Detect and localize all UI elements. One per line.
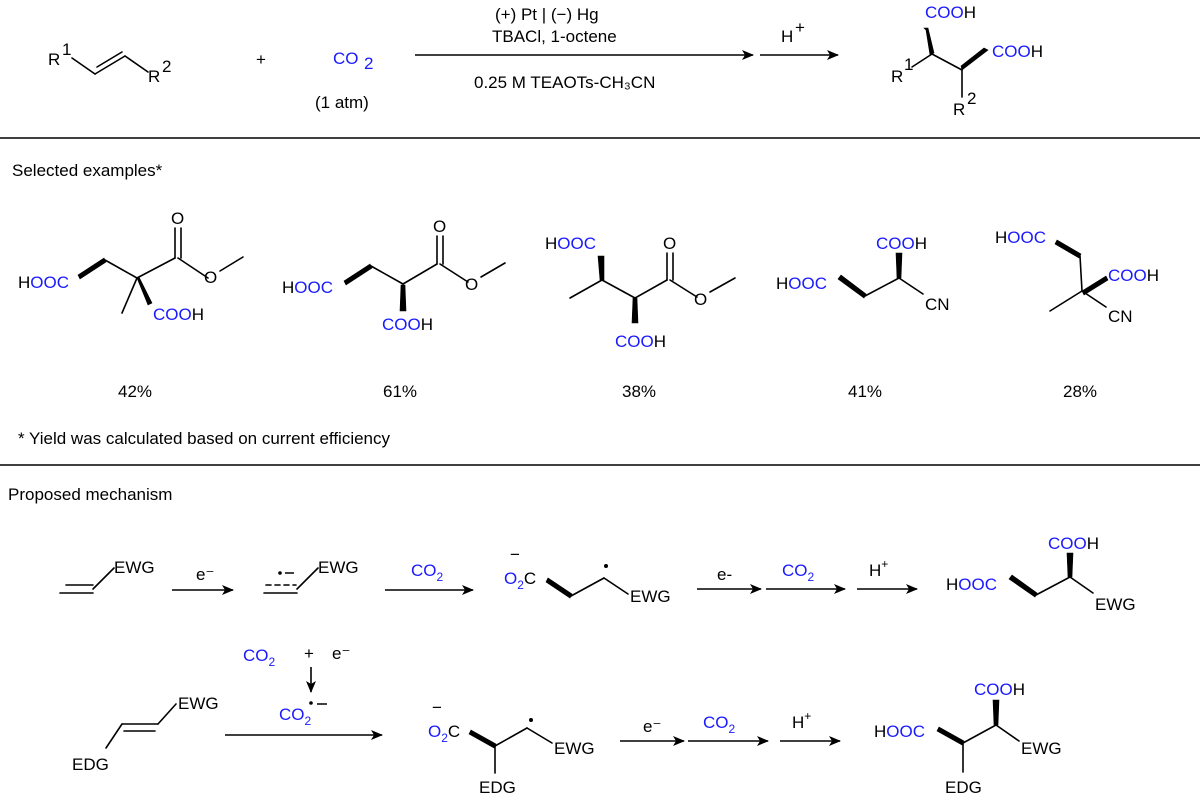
- acid-superscript: +: [795, 18, 805, 37]
- r2-label: R: [148, 67, 160, 86]
- example-4-structure: HOOC COOH CN: [776, 234, 950, 314]
- ex5-cn: CN: [1108, 307, 1133, 326]
- ex3-hooc: HOOC: [545, 234, 596, 253]
- yield-3: 38%: [622, 382, 656, 401]
- r2-co2-radical-anion: CO2: [279, 705, 312, 728]
- example-5-structure: HOOC COOH CN: [995, 228, 1159, 326]
- r1-h-plus: H+: [869, 557, 888, 580]
- ex4-cooh: COOH: [876, 234, 927, 253]
- r2-carboxylate-minus: −: [432, 698, 442, 717]
- r2-h-plus: H+: [792, 709, 811, 732]
- example-3-structure: HOOC COOH O O: [545, 234, 736, 351]
- r1-product-ewg: EWG: [1095, 595, 1136, 614]
- co2-subscript: 2: [364, 54, 373, 73]
- product-r1-label: R: [891, 67, 903, 86]
- yield-1: 42%: [118, 382, 152, 401]
- ex1-carbonyl-o: O: [171, 209, 184, 228]
- r2-product-ewg: EWG: [1021, 739, 1062, 758]
- ex2-carbonyl-o: O: [433, 217, 446, 236]
- ex1-cooh: COOH: [153, 305, 204, 324]
- ex1-hooc: HOOC: [18, 273, 69, 292]
- acid-label: H: [781, 27, 793, 46]
- ex5-hooc: HOOC: [995, 228, 1046, 247]
- product-cooh-right: COOH: [992, 42, 1043, 61]
- r2-edg-start: EDG: [72, 755, 109, 774]
- co2-pressure: (1 atm): [315, 93, 369, 112]
- r1-ewg-radical-anion: EWG: [318, 558, 359, 577]
- yield-2: 61%: [383, 382, 417, 401]
- r2-e-minus-top: e⁻: [332, 644, 350, 663]
- alkene-reactant: R 1 R 2: [48, 40, 171, 86]
- r2-plus: +: [304, 644, 314, 663]
- examples-heading: Selected examples*: [12, 161, 163, 180]
- plus-sign: +: [256, 50, 266, 69]
- ex3-ester-o: O: [694, 290, 707, 309]
- footnote: * Yield was calculated based on current …: [18, 429, 391, 448]
- ex2-hooc: HOOC: [282, 278, 333, 297]
- r1-product-hooc: HOOC: [946, 575, 997, 594]
- ex3-carbonyl-o: O: [663, 234, 676, 253]
- yield-5: 28%: [1063, 382, 1097, 401]
- mechanism-row-2: CO2 + e⁻ CO2 EWG EDG − O2C EWG EDG e⁻ CO…: [72, 644, 1062, 797]
- main-reaction: R 1 R 2 + CO 2 (1 atm) (+) Pt | (−) Hg T…: [48, 3, 1043, 119]
- r2-ewg-intermediate: EWG: [554, 739, 595, 758]
- ex2-cooh: COOH: [382, 315, 433, 334]
- r2-superscript: 2: [162, 57, 171, 76]
- r1-superscript: 1: [62, 40, 71, 59]
- r2-e-minus: e⁻: [643, 717, 661, 736]
- r2-edg-intermediate: EDG: [479, 778, 516, 797]
- dicarboxylic-acid-product: COOH R 1 COOH R 2: [891, 3, 1043, 119]
- yield-4: 41%: [848, 382, 882, 401]
- r1-o2c: O2C: [504, 569, 536, 592]
- r1-e-minus-1: e⁻: [196, 565, 214, 584]
- r1-e-minus-2: e-: [717, 565, 732, 584]
- condition-electrodes: (+) Pt | (−) Hg: [495, 5, 599, 24]
- product-r2-superscript: 2: [967, 89, 976, 108]
- product-r1-superscript: 1: [904, 55, 913, 74]
- condition-electrolyte: 0.25 M TEAOTs-CH₃CN: [474, 73, 655, 92]
- product-r2-label: R: [953, 100, 965, 119]
- example-1-structure: HOOC O O COOH: [18, 209, 244, 324]
- ex5-cooh: COOH: [1108, 266, 1159, 285]
- r1-co2-label-2: CO2: [782, 561, 815, 584]
- r2-co2-label: CO2: [703, 713, 736, 736]
- co2-reactant: CO 2 (1 atm): [315, 49, 373, 112]
- ex1-ester-o: O: [204, 268, 217, 287]
- r1-label: R: [48, 50, 60, 69]
- mechanism-row-1: EWG e⁻ EWG CO2 − O2C EWG e- CO2 H+ HOOC …: [59, 534, 1136, 614]
- product-cooh-top: COOH: [925, 3, 976, 22]
- condition-additives: TBACl, 1-octene: [492, 27, 617, 46]
- ex3-cooh: COOH: [615, 332, 666, 351]
- r1-carboxylate-minus: −: [510, 545, 520, 564]
- example-2-structure: HOOC COOH O O: [282, 217, 506, 334]
- r2-o2c: O2C: [428, 722, 460, 745]
- ex4-hooc: HOOC: [776, 274, 827, 293]
- r2-product-hooc: HOOC: [874, 722, 925, 741]
- r1-co2-label: CO2: [411, 561, 444, 584]
- mechanism-heading: Proposed mechanism: [8, 485, 172, 504]
- r2-ewg-start: EWG: [178, 694, 219, 713]
- r2-product-cooh: COOH: [974, 680, 1025, 699]
- r1-ewg-start: EWG: [114, 558, 155, 577]
- r2-product-edg: EDG: [945, 778, 982, 797]
- r2-co2-top: CO2: [243, 646, 276, 669]
- ex4-cn: CN: [925, 295, 950, 314]
- r1-product-cooh: COOH: [1048, 534, 1099, 553]
- ex2-ester-o: O: [465, 275, 478, 294]
- r1-ewg-intermediate: EWG: [630, 587, 671, 606]
- co2-label: CO: [333, 49, 359, 68]
